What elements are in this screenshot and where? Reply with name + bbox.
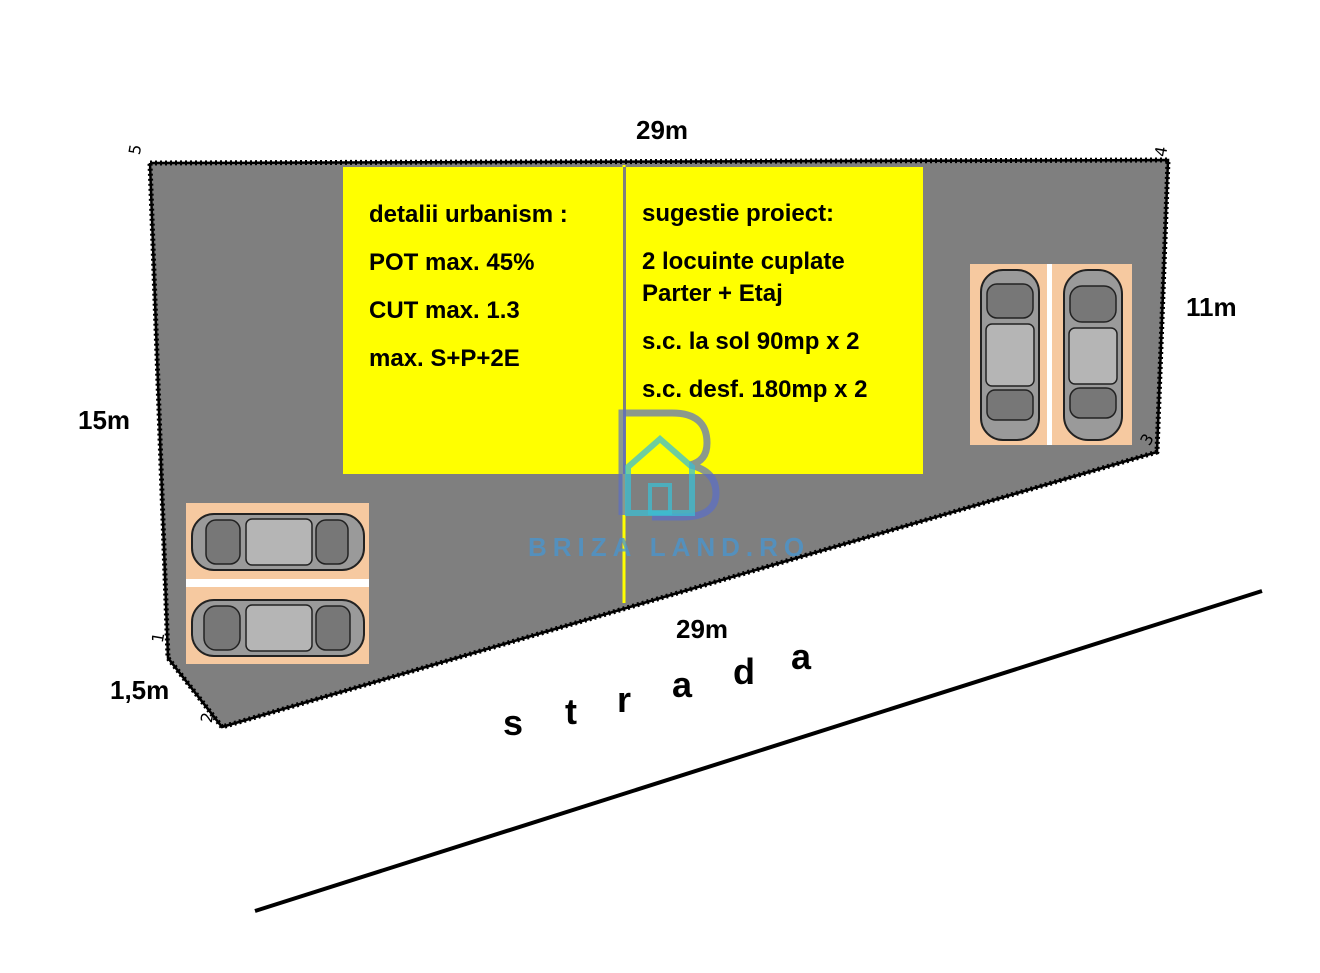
urbanism-height: max. S+P+2E xyxy=(369,345,520,372)
parking-left-divider xyxy=(186,579,369,587)
street-letter-s: s xyxy=(503,702,524,743)
project-line-3: s.c. la sol 90mp x 2 xyxy=(642,328,860,355)
building-divider xyxy=(623,167,626,474)
project-line-2: Parter + Etaj xyxy=(642,280,783,307)
street-letter-r: r xyxy=(617,679,632,720)
car-left-2 xyxy=(191,599,365,657)
urbanism-pot: POT max. 45% xyxy=(369,249,535,276)
urbanism-title: detalii urbanism : xyxy=(369,201,568,228)
watermark: BRIZA LAND.RO xyxy=(528,532,811,562)
street-letter-t: t xyxy=(565,691,577,732)
dimension-left: 15m xyxy=(78,405,131,435)
car-right-2 xyxy=(1063,269,1123,441)
parking-right-divider xyxy=(1047,264,1052,445)
dimension-right: 11m xyxy=(1186,292,1237,322)
dimension-bottom: 29m xyxy=(676,614,729,644)
project-line-4: s.c. desf. 180mp x 2 xyxy=(642,376,868,403)
street-line xyxy=(254,589,1263,913)
street-letter-a2: a xyxy=(791,636,812,677)
car-right-1 xyxy=(980,269,1040,441)
dimension-top: 29m xyxy=(636,115,689,145)
urbanism-cut: CUT max. 1.3 xyxy=(369,297,520,324)
project-title: sugestie proiect: xyxy=(642,200,835,227)
building-zone xyxy=(343,167,923,474)
street-letter-a1: a xyxy=(672,664,693,705)
project-line-1: 2 locuinte cuplate xyxy=(642,248,845,275)
street-letter-d: d xyxy=(733,651,755,692)
dimension-corner: 1,5m xyxy=(110,675,170,705)
lot-border-inner xyxy=(148,158,1170,729)
briza-logo-icon xyxy=(618,409,720,521)
car-left-1 xyxy=(191,513,365,571)
